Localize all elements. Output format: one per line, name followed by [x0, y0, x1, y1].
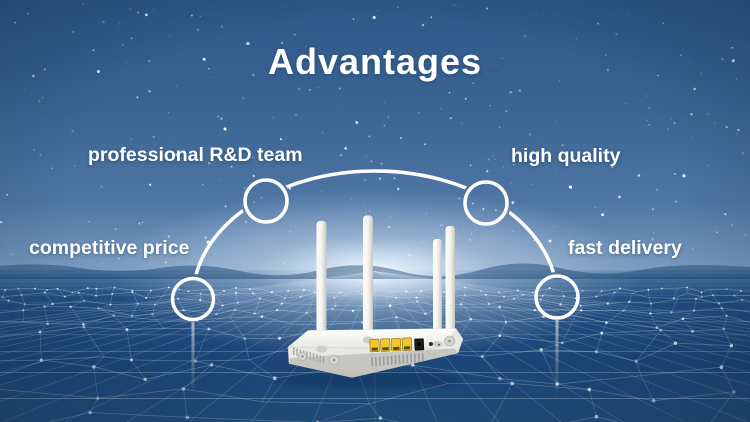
advantage-label-competitive-price: competitive price: [29, 237, 190, 259]
advantage-label-professional-rd-team: professional R&D team: [88, 144, 303, 166]
advantage-label-fast-delivery: fast delivery: [568, 237, 682, 259]
page-title: Advantages: [267, 41, 483, 82]
advantage-label-high-quality: high quality: [511, 145, 621, 167]
